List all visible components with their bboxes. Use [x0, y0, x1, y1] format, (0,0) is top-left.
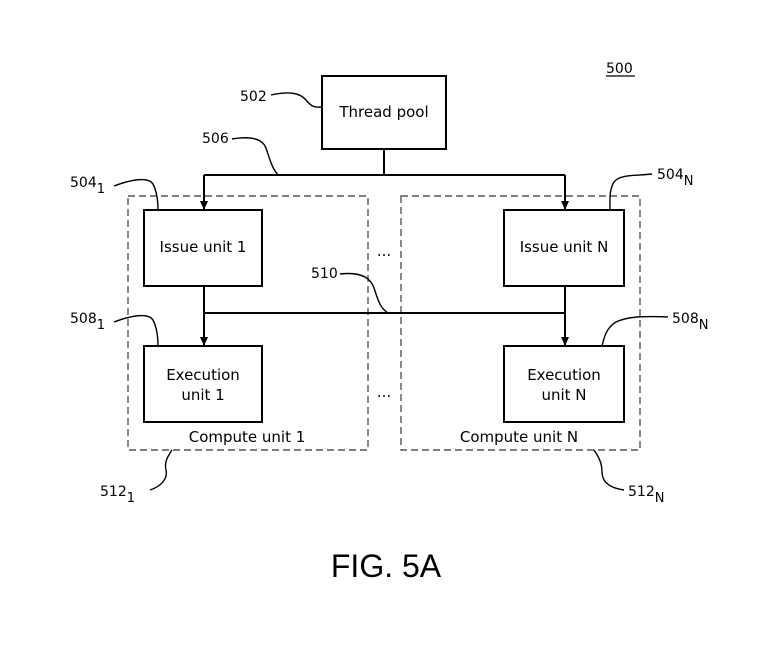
execution-unit-1-line2: unit 1: [181, 386, 224, 404]
execution-unit-1-line1: Execution: [166, 366, 240, 384]
ref-508-1-leader: [113, 314, 159, 347]
ref-504-1: 5041: [70, 175, 105, 197]
execution-unit-1-box: [143, 345, 263, 423]
ellipsis-lower: ...: [377, 383, 391, 401]
issue-unit-n-box: [503, 209, 625, 287]
execution-unit-n-box: [503, 345, 625, 423]
ref-506: 506: [202, 131, 229, 147]
issue-unit-1-box: [143, 209, 263, 287]
figure-number: 500: [606, 61, 633, 77]
compute-unit-1-label: Compute unit 1: [189, 428, 306, 446]
ref-512-n-leader: [593, 449, 625, 491]
ref-512-1: 5121: [100, 484, 135, 506]
ref-504-n: 504N: [657, 167, 693, 189]
ref-508-n-leader: [601, 315, 669, 347]
ellipsis-upper: ...: [377, 242, 391, 260]
compute-unit-n-boundary: [400, 195, 641, 451]
execution-unit-n-line1: Execution: [527, 366, 601, 384]
thread-pool-label: Thread pool: [338, 103, 428, 121]
ref-504-n-leader: [609, 173, 653, 211]
ref-506-leader: [231, 137, 279, 176]
compute-unit-n-label: Compute unit N: [460, 428, 578, 446]
execution-unit-n-line2: unit N: [541, 386, 586, 404]
ref-510-leader: [339, 272, 389, 314]
ref-508-1: 5081: [70, 311, 105, 333]
compute-unit-1-boundary: [127, 195, 369, 451]
figure-caption: FIG. 5A: [331, 548, 442, 584]
ref-512-1-leader: [149, 449, 173, 491]
ref-512-n: 512N: [628, 484, 664, 506]
ref-508-n: 508N: [672, 311, 708, 333]
issue-unit-1-label: Issue unit 1: [160, 238, 247, 256]
thread-pool-box: [321, 75, 447, 150]
ref-502-leader: [270, 92, 323, 108]
issue-unit-n-label: Issue unit N: [520, 238, 609, 256]
ref-510: 510: [311, 266, 338, 282]
ref-502: 502: [240, 89, 267, 105]
ref-504-1-leader: [113, 178, 159, 211]
